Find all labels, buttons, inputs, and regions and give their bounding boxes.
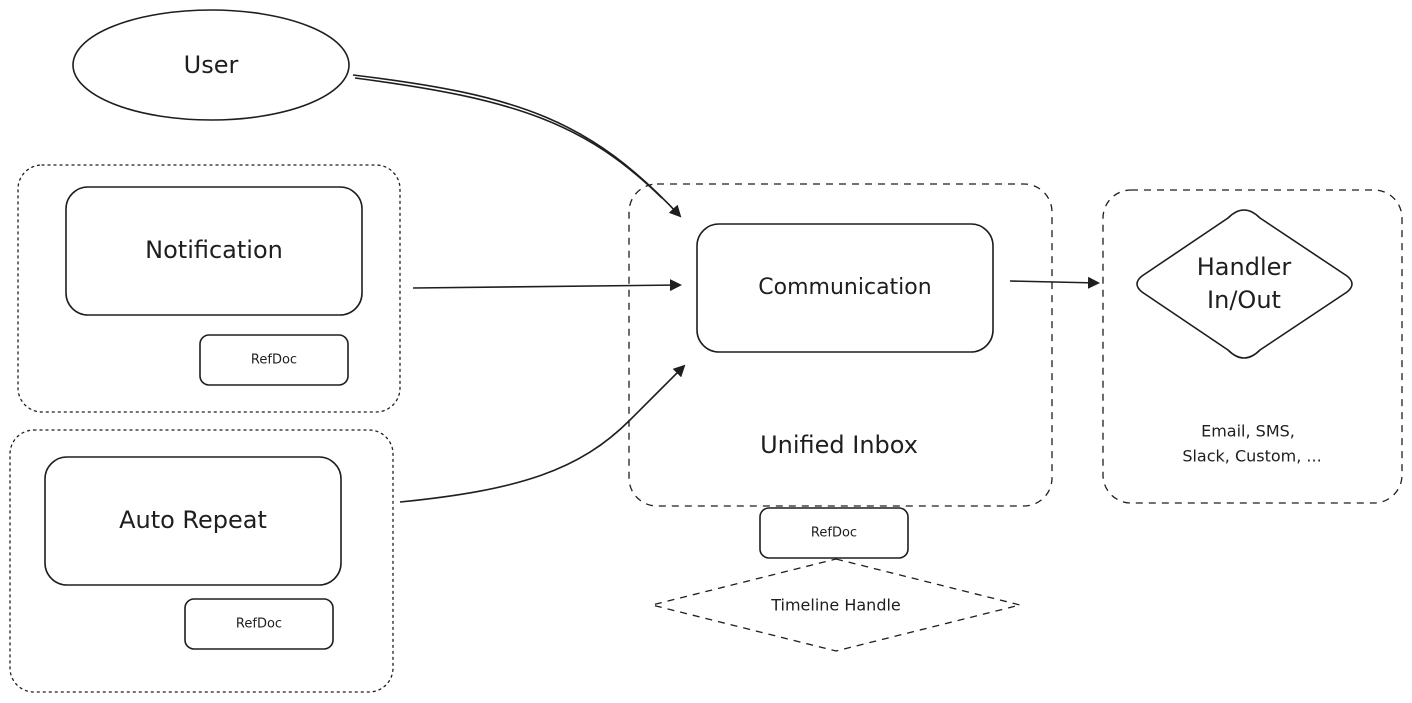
handler-group (1102, 189, 1403, 504)
communication-node[interactable]: Communication (696, 223, 994, 353)
arrow-user-to-communication (352, 74, 682, 218)
arrow-auto-repeat-to-communication (399, 364, 686, 503)
notification-label: Notification (145, 236, 283, 264)
channels-line1: Email, SMS, (1201, 422, 1295, 441)
auto-repeat-node[interactable]: Auto Repeat (44, 456, 342, 586)
timeline-handle-label: Timeline Handle (770, 596, 901, 615)
notification-group (17, 164, 401, 413)
channels-note: Email, SMS, Slack, Custom, ... (1182, 422, 1321, 466)
auto-repeat-refdoc-label: RefDoc (236, 617, 282, 632)
timeline-handle-node[interactable]: Timeline Handle (651, 558, 1021, 652)
unified-inbox-label: Unified Inbox (760, 431, 918, 459)
inbox-refdoc-label: RefDoc (811, 526, 857, 541)
unified-inbox-group: Unified Inbox (628, 183, 1053, 507)
notification-refdoc-node[interactable]: RefDoc (199, 334, 349, 386)
auto-repeat-group (9, 429, 394, 693)
arrow-notification-to-communication (412, 279, 682, 292)
notification-refdoc-label: RefDoc (251, 353, 297, 368)
user-node[interactable]: User (72, 9, 350, 121)
arrow-user-to-communication-shadow (354, 77, 663, 199)
handler-label-line2: In/Out (1207, 286, 1281, 314)
arrow-communication-to-handler (1009, 276, 1100, 289)
user-label: User (184, 51, 239, 79)
notification-node[interactable]: Notification (65, 186, 363, 316)
inbox-refdoc-node[interactable]: RefDoc (759, 507, 909, 559)
auto-repeat-label: Auto Repeat (119, 506, 267, 534)
channels-line2: Slack, Custom, ... (1182, 447, 1321, 466)
auto-repeat-refdoc-node[interactable]: RefDoc (184, 598, 334, 650)
handler-label-line1: Handler (1197, 253, 1292, 281)
communication-label: Communication (758, 275, 931, 300)
handler-node[interactable]: Handler In/Out (1136, 209, 1353, 359)
